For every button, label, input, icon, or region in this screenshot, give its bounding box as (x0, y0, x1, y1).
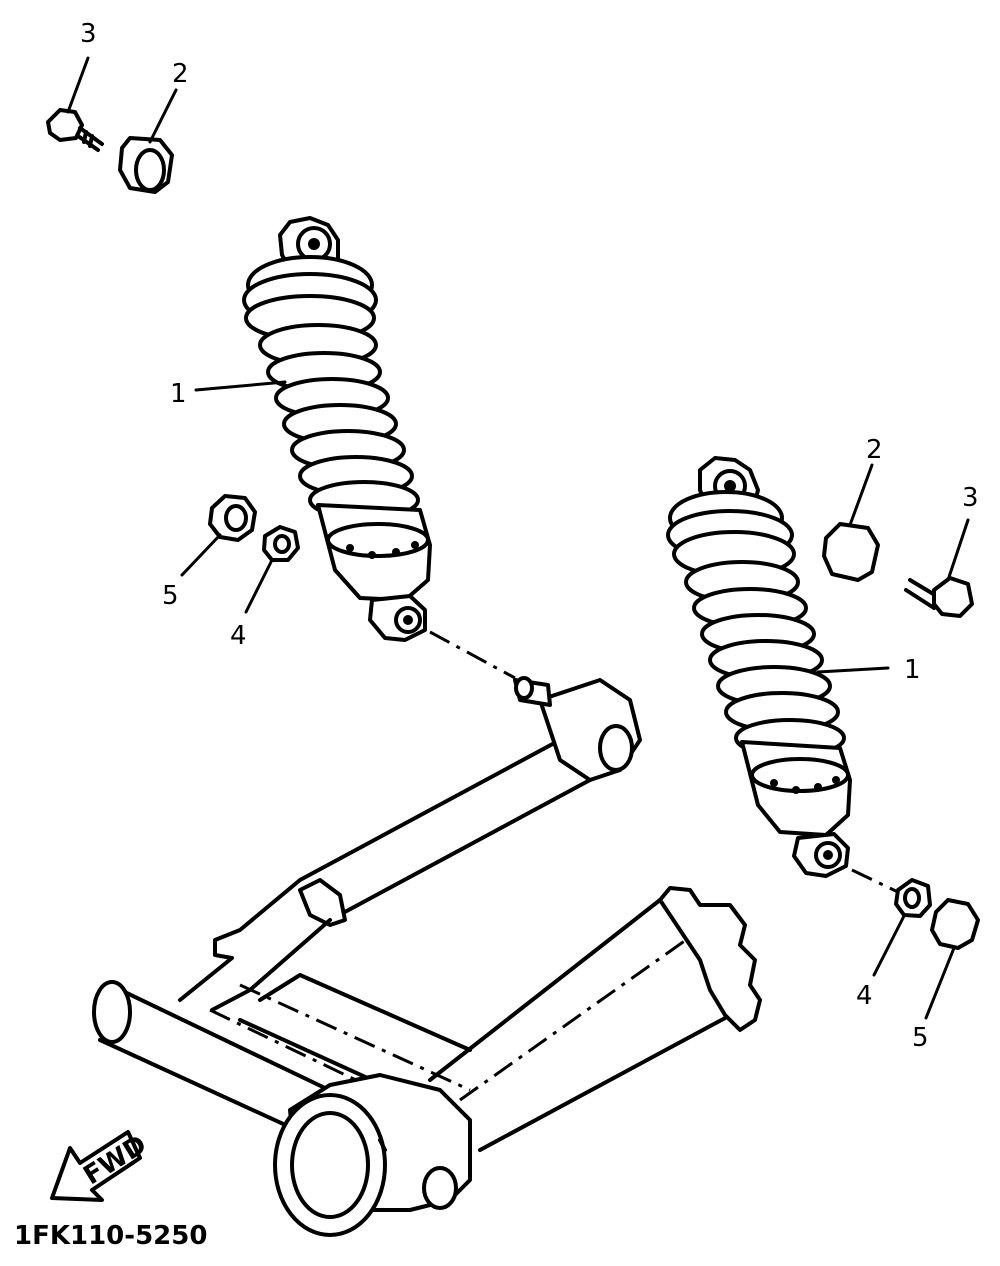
shock-absorber-left (242, 216, 552, 707)
bolt-top-left (46, 108, 104, 152)
callout-washer-right: 4 (856, 981, 873, 1011)
leader-lines (66, 56, 970, 1020)
collar-top-left (118, 136, 174, 194)
callout-nut-right: 5 (912, 1023, 929, 1053)
drawing-code: 1FK110-5250 (14, 1221, 207, 1251)
callout-bolt-top-left: 3 (80, 19, 97, 49)
callout-washer-left: 4 (230, 621, 247, 651)
forward-arrow: FWD (50, 1130, 152, 1202)
callout-nut-left: 5 (162, 581, 179, 611)
washer-right (894, 878, 932, 918)
callout-bolt-right: 3 (962, 483, 979, 513)
swing-arm (92, 678, 762, 1237)
nut-left (208, 494, 257, 542)
callout-shock-absorber-left: 1 (170, 379, 187, 409)
spring-left (258, 323, 420, 520)
spring-right (684, 560, 846, 758)
callout-shock-absorber-right: 1 (904, 655, 921, 685)
nut-right (930, 898, 980, 950)
callout-collar-right: 2 (866, 435, 883, 465)
shock-absorber-right (666, 456, 901, 895)
bolt-right (904, 576, 974, 618)
washer-left (262, 525, 300, 562)
collar-right (822, 522, 880, 582)
callout-collar-top-left: 2 (172, 59, 189, 89)
